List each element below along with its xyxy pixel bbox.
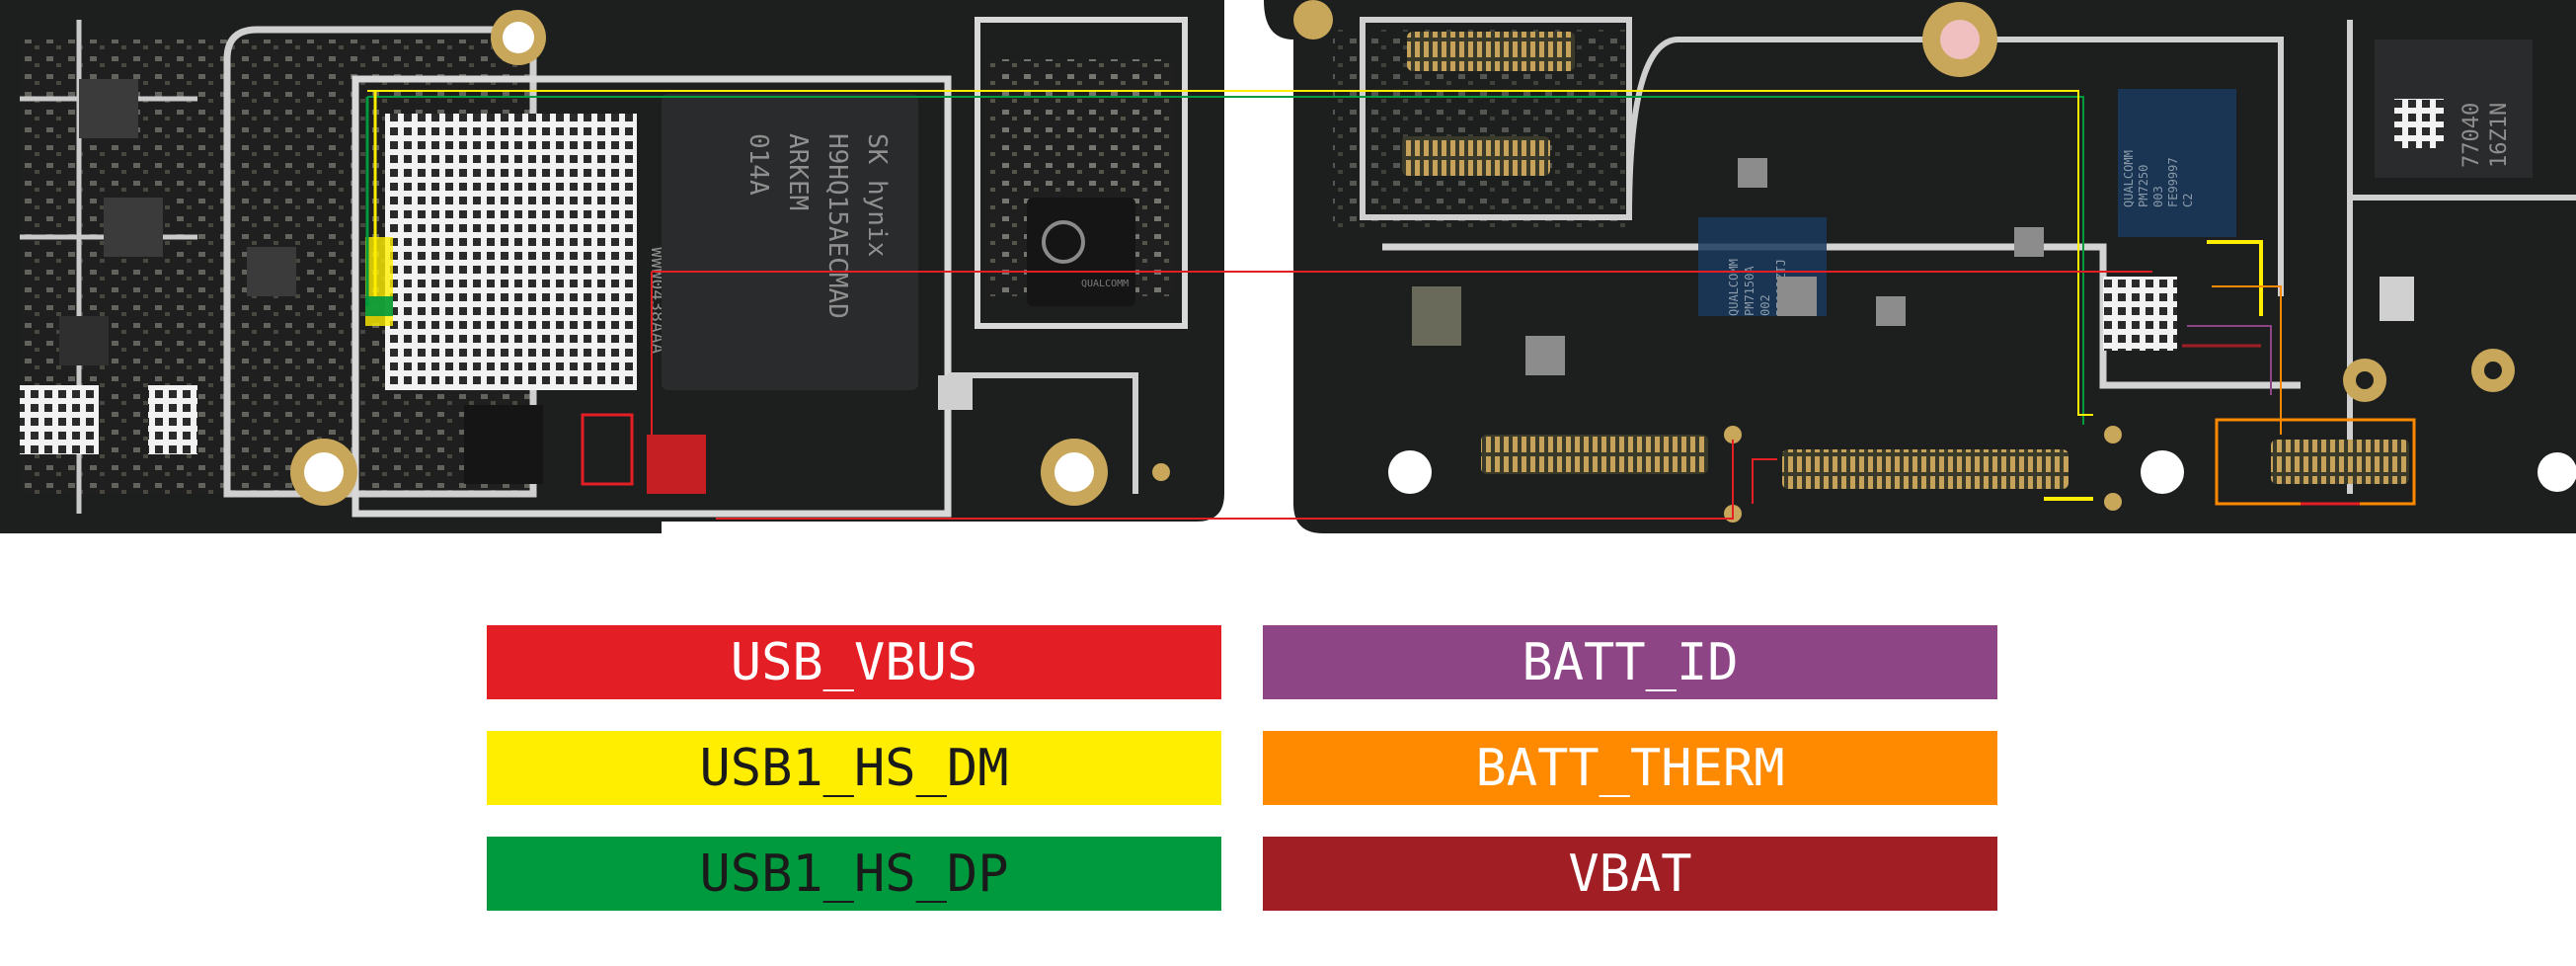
memory-chip (662, 94, 918, 390)
legend-label: USB_VBUS (730, 632, 978, 692)
legend-label: BATT_ID (1522, 632, 1739, 692)
legend-vbat: VBAT (1263, 837, 1997, 911)
top-connector-2 (1402, 136, 1550, 176)
pmic-chip-label-3: 003 (2151, 186, 2165, 207)
pmic-chip-label-1: QUALCOMM (2122, 150, 2136, 207)
pmic-small-label: QUALCOMM (1081, 279, 1129, 289)
pmic-chip-label-4: FE99997 (2166, 157, 2180, 207)
left-board: QUALCOMM WWW0438AAA SK hynix H9HQ15AECMA… (0, 0, 1224, 533)
right-board: QUALCOMM PM7150A 002 PE002ZTJ QUALCOMM P… (1264, 0, 2576, 533)
rf-chip-label-1: 77040 (2459, 103, 2484, 168)
legend-usb1-hs-dp: USB1_HS_DP (487, 837, 1221, 911)
pmic-chip-label-5: C2 (2181, 194, 2195, 207)
pcb-photo: QUALCOMM WWW0438AAA SK hynix H9HQ15AECMA… (0, 0, 2576, 533)
legend-usb1-hs-dm: USB1_HS_DM (487, 731, 1221, 805)
pm-chip-label-3: 002 (1758, 294, 1772, 316)
bottom-connector-1 (1481, 435, 1708, 474)
legend-label: USB1_HS_DM (699, 738, 1009, 798)
legend-label: USB1_HS_DP (699, 844, 1009, 904)
legend-label: VBAT (1568, 844, 1692, 904)
soc-shield (385, 114, 637, 390)
legend-usb-vbus: USB_VBUS (487, 625, 1221, 699)
pm-chip-label-1: QUALCOMM (1727, 259, 1741, 316)
pm-chip-label-2: PM7150A (1743, 266, 1756, 316)
rf-chip-label-2: 16Z1N (2487, 103, 2512, 168)
pmic-chip (2118, 89, 2236, 237)
legend-batt-id: BATT_ID (1263, 625, 1997, 699)
pmic-chip-label-2: PM7250 (2137, 165, 2150, 207)
bottom-connector-2 (1782, 449, 2069, 489)
trace-lines (365, 90, 2360, 520)
legend-label: BATT_THERM (1475, 738, 1785, 798)
memory-label-1: SK hynix (862, 133, 892, 257)
top-connector-1 (1407, 32, 1575, 71)
memory-label-4: 014A (743, 133, 773, 196)
memory-label-2: H9HQ15AECMAD (822, 133, 852, 319)
memory-label-3: ARKEM (783, 133, 813, 210)
legend-batt-therm: BATT_THERM (1263, 731, 1997, 805)
battery-connector (2271, 440, 2409, 484)
